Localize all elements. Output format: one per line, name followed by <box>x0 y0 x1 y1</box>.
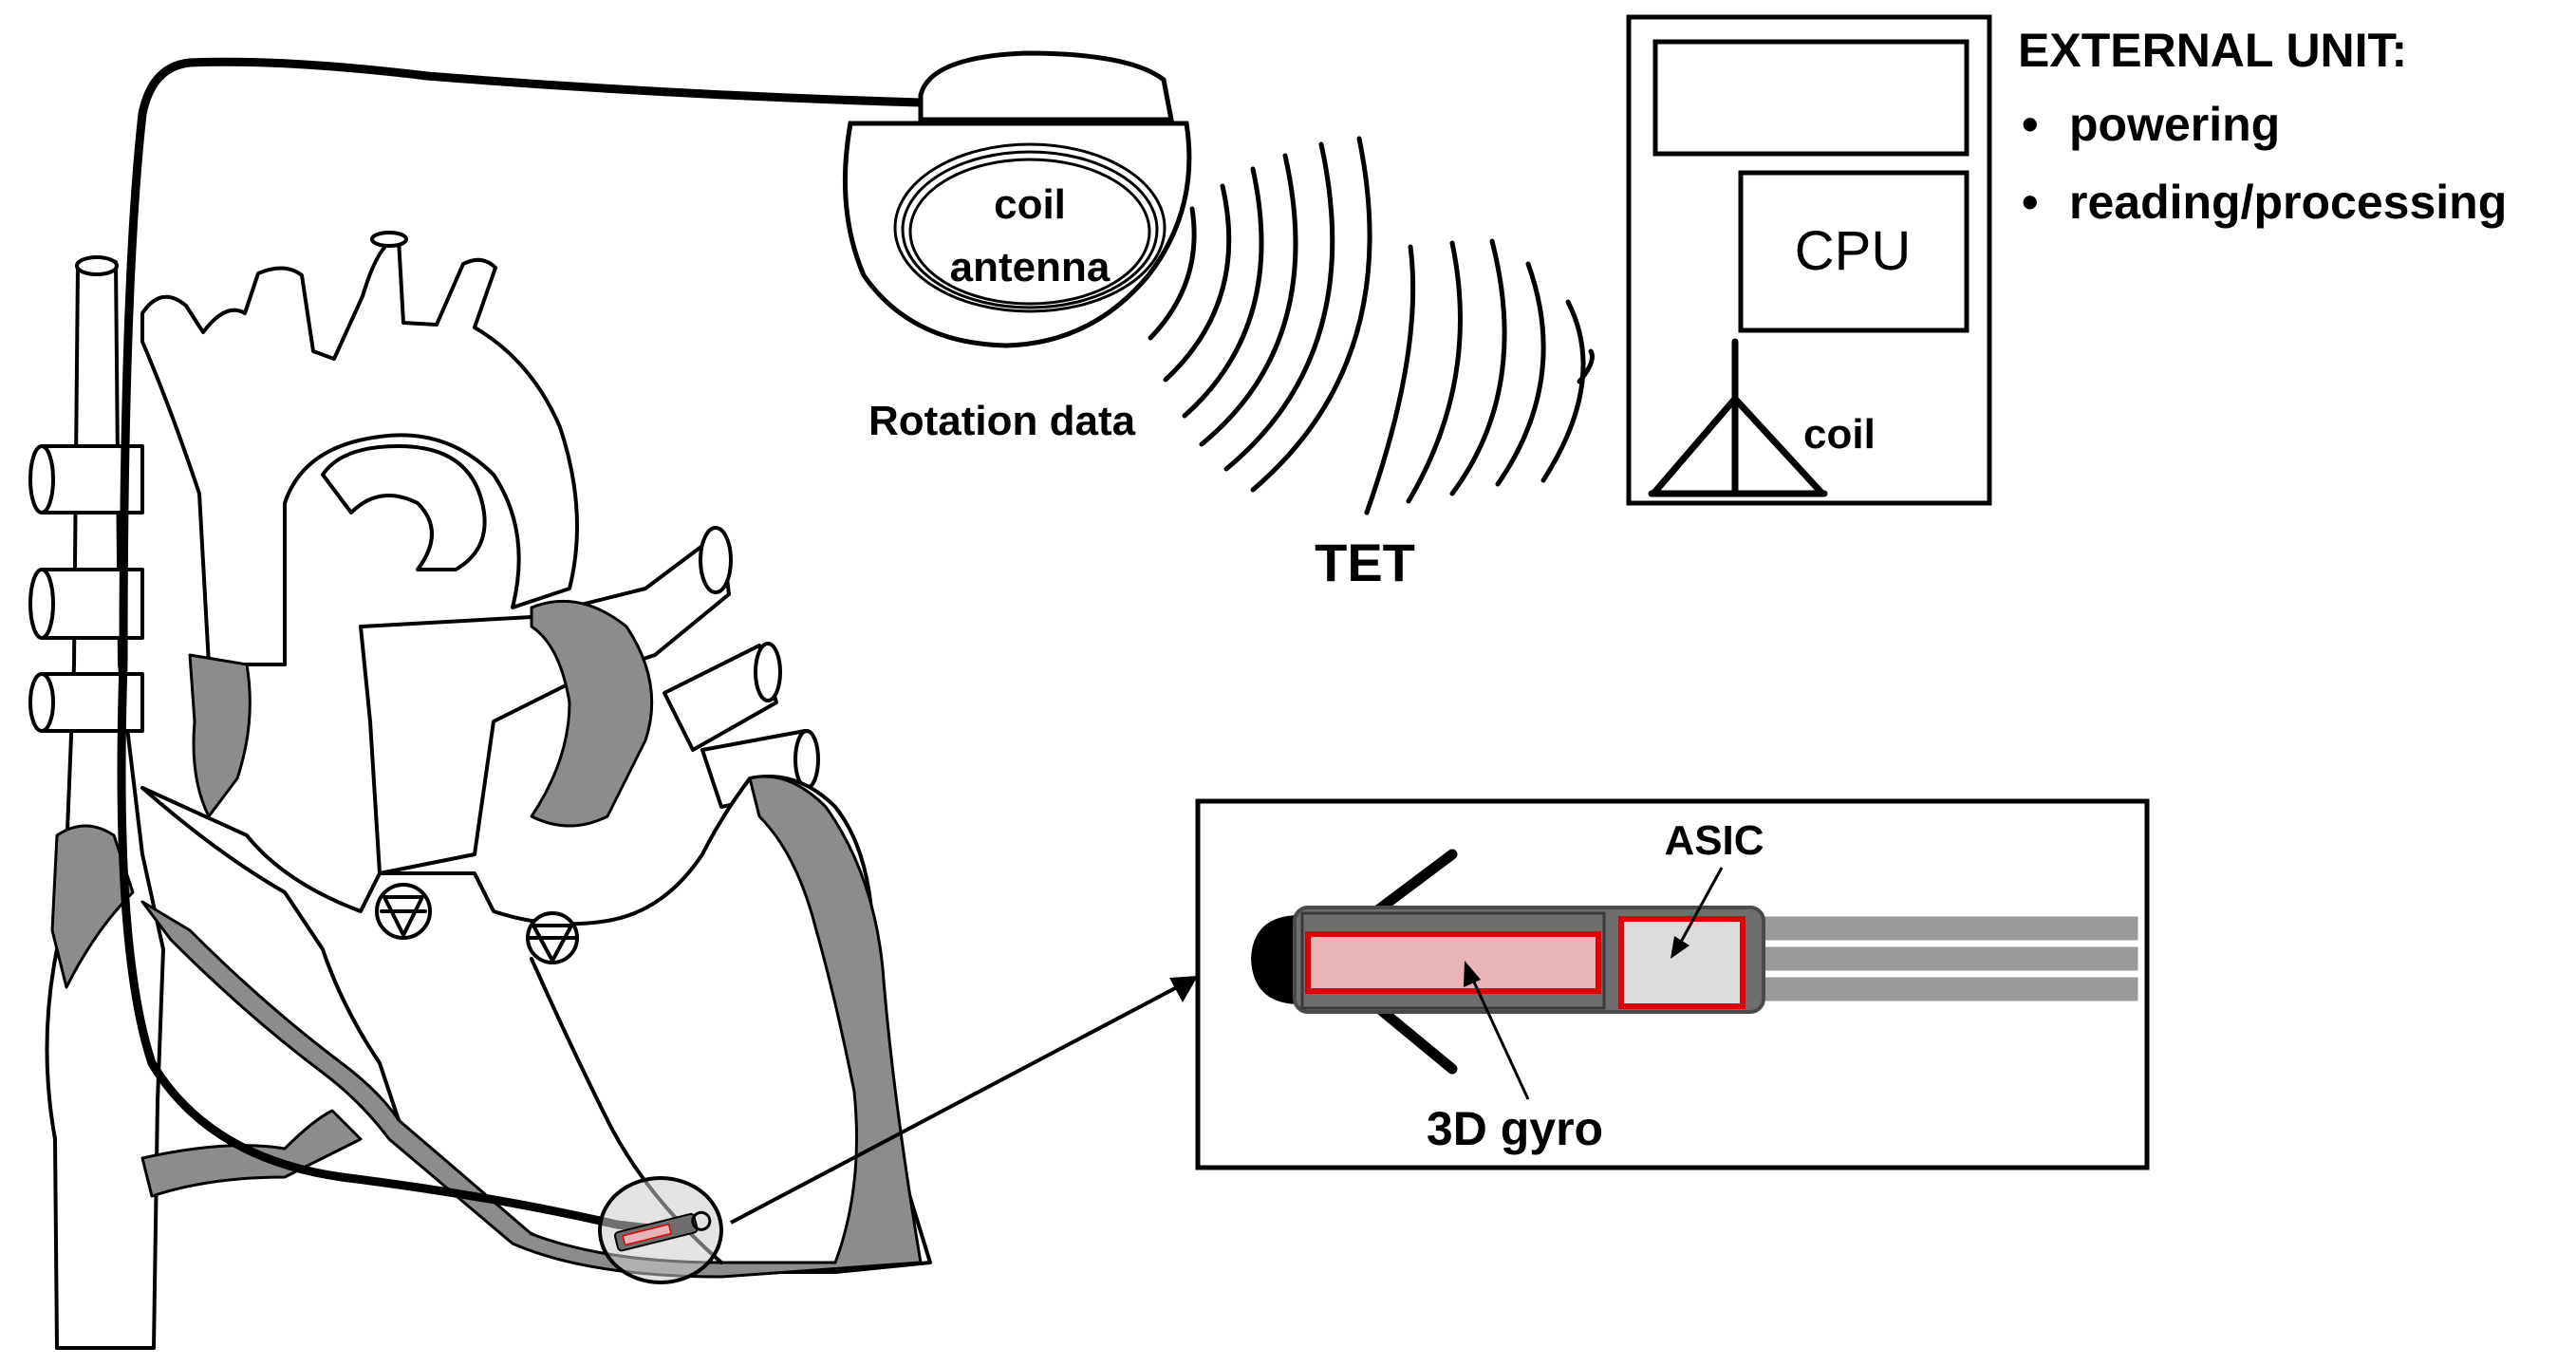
bullet-text-2: reading/processing <box>2069 176 2507 229</box>
pulmonary-trunk-end <box>699 526 733 594</box>
pulmonary-branch-right-1 <box>663 644 778 752</box>
cpu-label: CPU <box>1795 220 1911 282</box>
wire-2 <box>1758 944 2141 974</box>
external-unit <box>1626 14 1992 506</box>
wire-3 <box>1758 974 2141 1004</box>
aorta-inner-loop <box>321 444 487 571</box>
asic-label: ASIC <box>1664 817 1764 864</box>
external-unit-bullet-2: • reading/processing <box>2022 176 2507 229</box>
coil-antenna-label-2: antenna <box>950 244 1111 290</box>
capsule-device <box>1251 849 2141 1075</box>
tet-wave-left-1 <box>1148 206 1197 341</box>
vena-cava <box>45 256 165 1350</box>
bullet-text-1: powering <box>2069 98 2280 151</box>
external-coil-label: coil <box>1803 411 1876 458</box>
tet-waves <box>1148 136 1595 515</box>
tet-wave-right-4 <box>1495 261 1546 487</box>
asic-chip <box>1618 916 1745 1009</box>
bullet-dot-1: • <box>2022 98 2039 151</box>
implant-location <box>598 1176 723 1284</box>
external-unit-cpu-box <box>1738 170 1969 333</box>
tet-wave-left-3 <box>1182 166 1264 419</box>
external-unit-title: EXTERNAL UNIT: <box>2018 24 2407 77</box>
mini-capsule <box>613 1210 712 1252</box>
asic-pointer-arrow <box>1671 867 1724 959</box>
external-unit-bullet-1: • powering <box>2022 98 2280 151</box>
zoom-arrow <box>730 976 1198 1225</box>
pulmonary-branch-right-2-end <box>793 729 820 790</box>
aortic-arch <box>140 237 579 666</box>
tet-label: TET <box>1315 533 1415 592</box>
tine-top <box>1371 849 1458 917</box>
pulmonary-veins-left <box>28 444 144 733</box>
gyro-chip <box>1305 931 1601 994</box>
coronary-vessel-mid <box>530 599 654 828</box>
tet-wave-left-6 <box>1250 136 1372 493</box>
external-coil-antenna <box>1648 338 1828 497</box>
tet-wave-right-1 <box>1364 244 1416 515</box>
rotation-data-label: Rotation data <box>868 398 1136 444</box>
bullet-dot-2: • <box>2022 176 2039 229</box>
tet-wave-left-4 <box>1199 153 1298 447</box>
coronary-vessel-main <box>140 775 923 1279</box>
implant-coil-unit <box>842 50 1192 348</box>
heart-illustration <box>28 231 932 1350</box>
pacemaker-lead <box>117 57 925 1237</box>
tet-wave-right-6 <box>1577 348 1595 384</box>
tine-bottom <box>1371 1001 1458 1075</box>
tet-wave-left-2 <box>1163 183 1232 383</box>
coil-antenna-label-1: coil <box>994 181 1066 228</box>
coil-antenna-ring-mid <box>901 150 1159 309</box>
tet-wave-right-5 <box>1540 299 1586 483</box>
tet-wave-right-3 <box>1449 238 1507 496</box>
tet-wave-left-5 <box>1223 141 1335 472</box>
valve-left <box>375 883 432 940</box>
wire-1 <box>1758 913 2141 944</box>
pulmonary-branch-right-1-end <box>754 642 782 702</box>
coronary-vessel-upper-left <box>188 653 252 818</box>
external-unit-display <box>1652 39 1969 157</box>
capsule-tip <box>1251 915 1300 1004</box>
gyro-label: 3D gyro <box>1427 1102 1603 1155</box>
implant-header <box>918 50 1175 122</box>
coil-antenna-ring-inner <box>908 158 1151 306</box>
coil-antenna-ring-outer <box>893 142 1167 313</box>
aorta-branch-top <box>370 231 408 248</box>
tet-wave-right-2 <box>1406 240 1463 504</box>
valve-right <box>526 911 579 964</box>
gyro-pointer-arrow <box>1464 961 1530 1100</box>
vena-cava-top <box>75 255 119 276</box>
